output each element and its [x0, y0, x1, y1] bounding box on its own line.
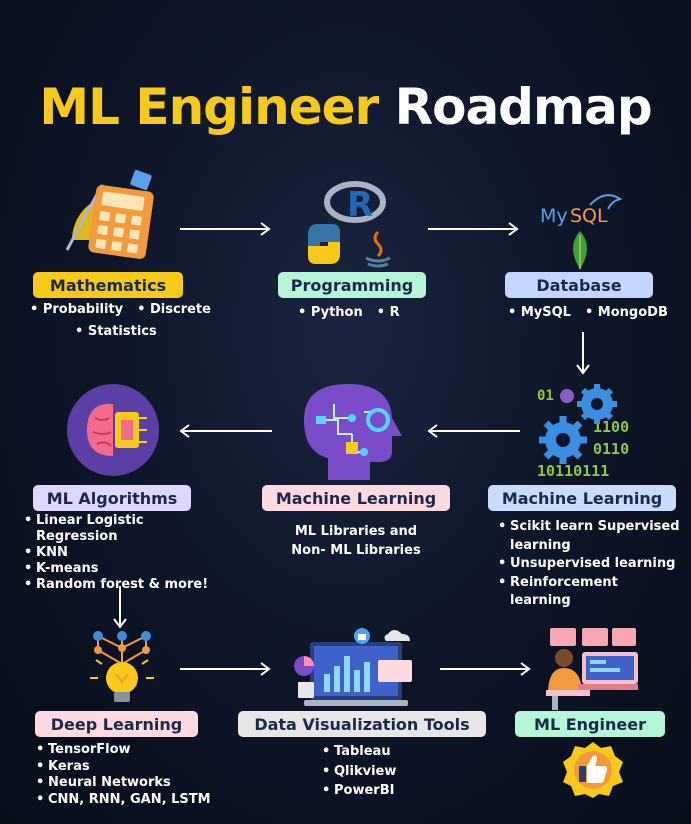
list-item: Qlikview: [322, 762, 442, 782]
mathematics-label: Mathematics: [33, 272, 183, 298]
list-item: Tableau: [322, 742, 442, 762]
list-item: Probability: [30, 302, 123, 317]
engineer-icon: [542, 624, 642, 710]
database-label: Database: [505, 272, 653, 298]
arrow-right-icon: [180, 662, 271, 676]
programming-label: Programming: [278, 272, 426, 298]
list-item: PowerBI: [322, 781, 442, 801]
machine-learning-center-label: Machine Learning: [262, 485, 450, 511]
arrow-left-icon: [179, 424, 272, 438]
list-item: MySQL: [508, 305, 571, 320]
ml-algorithms-label: ML Algorithms: [33, 485, 191, 511]
svg-text:My: My: [540, 205, 568, 227]
thumbs-up-icon: [563, 742, 623, 798]
list-item: K-means: [24, 561, 224, 577]
list-item: Reinforcement learning: [498, 574, 683, 611]
list-item: R: [377, 305, 400, 320]
deep-learning-label: Deep Learning: [35, 711, 198, 737]
programming-items: Python R: [298, 305, 400, 320]
list-item: Statistics: [75, 324, 157, 339]
arrow-right-icon: [180, 222, 271, 236]
page-title: ML Engineer Roadmap: [0, 78, 691, 136]
title-rest: Roadmap: [394, 78, 653, 136]
list-item: TensorFlow: [36, 742, 236, 759]
data-viz-list: Tableau Qlikview PowerBI: [322, 742, 442, 801]
list-item: CNN, RNN, GAN, LSTM: [36, 792, 236, 809]
ml-algorithms-list: Linear Logistic Regression KNN K-means R…: [24, 513, 224, 593]
mathematics-items: Probability Discrete: [30, 302, 211, 317]
arrow-left-icon: [427, 424, 520, 438]
text-line: ML Libraries and: [294, 524, 418, 539]
arrow-down-icon: [576, 332, 590, 375]
languages-icon: R: [300, 180, 400, 270]
arrow-down-icon: [113, 586, 127, 629]
list-item: Linear Logistic Regression: [24, 513, 224, 545]
ai-head-icon: [298, 382, 408, 482]
calculator-icon: [62, 169, 162, 265]
machine-learning-right-label: Machine Learning: [488, 485, 676, 511]
database-icon: My SQL: [535, 185, 630, 270]
gears-icon: 01 1100 0110 10110111: [535, 382, 645, 482]
svg-text:1100: 1100: [593, 418, 629, 436]
list-item: MongoDB: [585, 305, 668, 320]
svg-text:SQL: SQL: [570, 205, 608, 227]
svg-text:R: R: [347, 185, 373, 225]
data-viz-label: Data Visualization Tools: [238, 711, 486, 737]
machine-learning-center-text: ML Libraries and Non- ML Libraries: [270, 522, 442, 560]
svg-text:10110111: 10110111: [537, 462, 609, 480]
list-item: Neural Networks: [36, 775, 236, 792]
list-item: Python: [298, 305, 363, 320]
ml-engineer-label: ML Engineer: [515, 711, 665, 737]
text-line: Non- ML Libraries: [291, 543, 421, 558]
svg-text:01: 01: [537, 388, 554, 404]
neural-bulb-icon: [78, 628, 168, 710]
arrow-right-icon: [428, 222, 519, 236]
deep-learning-list: TensorFlow Keras Neural Networks CNN, RN…: [36, 742, 236, 808]
list-item: KNN: [24, 545, 224, 561]
dashboard-icon: [290, 626, 420, 710]
machine-learning-right-list: Scikit learn Supervised learning Unsuper…: [498, 518, 683, 611]
svg-text:0110: 0110: [593, 440, 629, 458]
brain-chip-icon: [65, 382, 165, 482]
list-item: Keras: [36, 759, 236, 776]
list-item: Unsupervised learning: [498, 555, 683, 574]
list-item: Random forest & more!: [24, 577, 224, 593]
list-item: Scikit learn Supervised learning: [498, 518, 683, 555]
arrow-right-icon: [440, 662, 531, 676]
mathematics-item-statistics: Statistics: [75, 324, 157, 339]
list-item: Discrete: [137, 302, 211, 317]
title-highlight: ML Engineer: [39, 78, 379, 136]
database-items: MySQL MongoDB: [508, 305, 668, 320]
